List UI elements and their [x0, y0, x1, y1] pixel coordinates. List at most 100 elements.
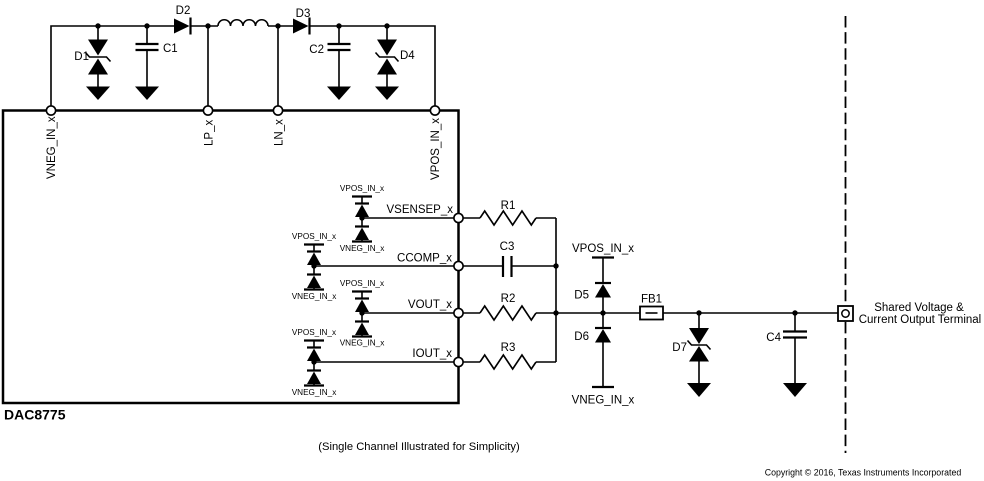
junction-dot: [553, 310, 559, 316]
wires: [50, 25, 838, 383]
ground-symbol: [327, 86, 351, 100]
pin-label-vpos-in: VPOS_IN_x: [430, 118, 442, 180]
lower-diode-triangle: [307, 275, 321, 288]
upper-diode-triangle: [307, 252, 321, 265]
tvs-d7-label: D7: [672, 342, 687, 354]
diode-d3: D3: [293, 8, 311, 35]
pin-vpos-in: [429, 105, 441, 116]
junction-dot: [553, 263, 559, 269]
part-name-label: DAC8775: [4, 407, 66, 423]
resistor-r3-label: R3: [501, 342, 516, 354]
terminal-label-line2: Current Output Terminal: [859, 314, 982, 326]
capacitor-c1-label: C1: [163, 43, 178, 55]
pin-label-vout: VOUT_x: [408, 299, 452, 311]
ground-symbol: [687, 383, 711, 397]
lower-diode-triangle: [307, 371, 321, 384]
junction-dot: [311, 359, 317, 365]
pin-iout: [453, 356, 464, 368]
rail-label-vneg: VNEG_IN_x: [292, 388, 337, 397]
top-pins: VNEG_IN_x LP_x LN_x VPOS_IN_x: [45, 105, 442, 180]
ferrite-bead-fb1: FB1: [639, 294, 664, 321]
lower-diode-triangle: [355, 322, 369, 335]
pin-label-vneg-in: VNEG_IN_x: [46, 116, 58, 179]
rail-label-vneg: VNEG_IN_x: [572, 395, 635, 407]
junction-dot: [95, 23, 101, 29]
diode-d3-triangle: [293, 18, 309, 34]
capacitor-c3-label: C3: [500, 241, 515, 253]
resistor-r1-label: R1: [501, 200, 516, 212]
tvs-diode-d4: D4: [374, 39, 415, 100]
ground-symbol: [783, 383, 807, 397]
figure-caption: (Single Channel Illustrated for Simplici…: [318, 441, 520, 453]
resistor-r3: R3: [479, 342, 537, 371]
pin-ln: [272, 105, 284, 116]
junction-dot: [311, 263, 317, 269]
lower-diode-triangle: [355, 227, 369, 240]
diode-d2-triangle: [174, 18, 190, 34]
capacitor-c4-label: C4: [766, 332, 781, 344]
upper-diode-triangle: [355, 204, 369, 217]
diode-d6-label: D6: [574, 331, 589, 343]
pin-lp: [202, 105, 214, 116]
resistor-r2-label: R2: [501, 293, 516, 305]
junction-dot: [384, 23, 390, 29]
pin-label-lp: LP_x: [204, 120, 216, 146]
resistor-r1-zigzag: [479, 209, 537, 227]
rail-label-vpos: VPOS_IN_x: [572, 243, 634, 255]
resistor-r1: R1: [479, 200, 537, 227]
junction-dot: [205, 23, 211, 29]
tvs-diode-d7: D7: [672, 328, 712, 397]
diode-d6-triangle: [595, 329, 611, 343]
clamp-diodes-vout: VPOS_IN_x VNEG_IN_x: [340, 279, 385, 348]
tvs-d1-lower-triangle: [88, 58, 108, 75]
tvs-diode-d1: D1: [74, 39, 112, 100]
tvs-d4-upper-triangle: [377, 39, 397, 56]
clamp-diodes-ccomp: VPOS_IN_x VNEG_IN_x: [292, 232, 337, 301]
tvs-d7-zener-bar: [686, 339, 712, 351]
junction-dot: [144, 23, 150, 29]
tvs-d1-upper-triangle: [88, 39, 108, 56]
tvs-d4-zener-bar: [374, 51, 400, 63]
diode-d5-label: D5: [574, 290, 589, 302]
tvs-d7-upper-triangle: [689, 328, 709, 344]
copyright-notice: Copyright © 2016, Texas Instruments Inco…: [765, 468, 962, 478]
upper-diode-triangle: [307, 348, 321, 361]
tvs-d1-zener-bar: [84, 51, 112, 63]
diode-d2-label: D2: [176, 5, 191, 17]
junction-dot: [359, 310, 365, 316]
rail-label-vneg: VNEG_IN_x: [340, 244, 385, 253]
pin-vout: [453, 307, 464, 319]
junction-dots: [95, 23, 798, 365]
rail-label-vpos: VPOS_IN_x: [292, 328, 336, 337]
capacitor-c1: C1: [135, 42, 178, 100]
tvs-d4-lower-triangle: [377, 58, 397, 75]
pin-label-ln: LN_x: [274, 119, 286, 146]
pin-label-vsensep: VSENSEP_x: [387, 204, 454, 216]
junction-dot: [336, 23, 342, 29]
dac8775-box: [1, 109, 460, 405]
output-terminal: Shared Voltage & Current Output Terminal: [837, 302, 982, 326]
capacitor-c3: C3: [500, 241, 515, 277]
clamp-diodes-iout: VPOS_IN_x VNEG_IN_x: [292, 328, 337, 397]
capacitor-c2-label: C2: [309, 44, 324, 56]
pin-label-iout: IOUT_x: [412, 348, 452, 360]
diode-d5-triangle: [595, 284, 611, 298]
clamp-diodes-d5-d6: VPOS_IN_x VNEG_IN_x D5 D6: [572, 243, 635, 407]
tvs-d4-label: D4: [400, 50, 415, 62]
ground-symbol: [375, 86, 399, 100]
rail-label-vneg: VNEG_IN_x: [292, 292, 337, 301]
ferrite-bead-fb1-label: FB1: [641, 294, 662, 306]
junction-dot: [600, 310, 606, 316]
rail-label-vpos: VPOS_IN_x: [340, 184, 384, 193]
rail-label-vneg: VNEG_IN_x: [340, 339, 385, 348]
ground-symbol: [86, 86, 110, 100]
upper-diode-triangle: [355, 299, 369, 312]
pin-vsensep: [453, 212, 464, 224]
pin-vneg-in: [45, 105, 57, 116]
junction-dot: [275, 23, 281, 29]
right-pins: VSENSEP_x CCOMP_x VOUT_x IOUT_x: [387, 204, 464, 368]
ground-symbol: [135, 86, 159, 100]
diode-d2: D2: [174, 5, 192, 35]
